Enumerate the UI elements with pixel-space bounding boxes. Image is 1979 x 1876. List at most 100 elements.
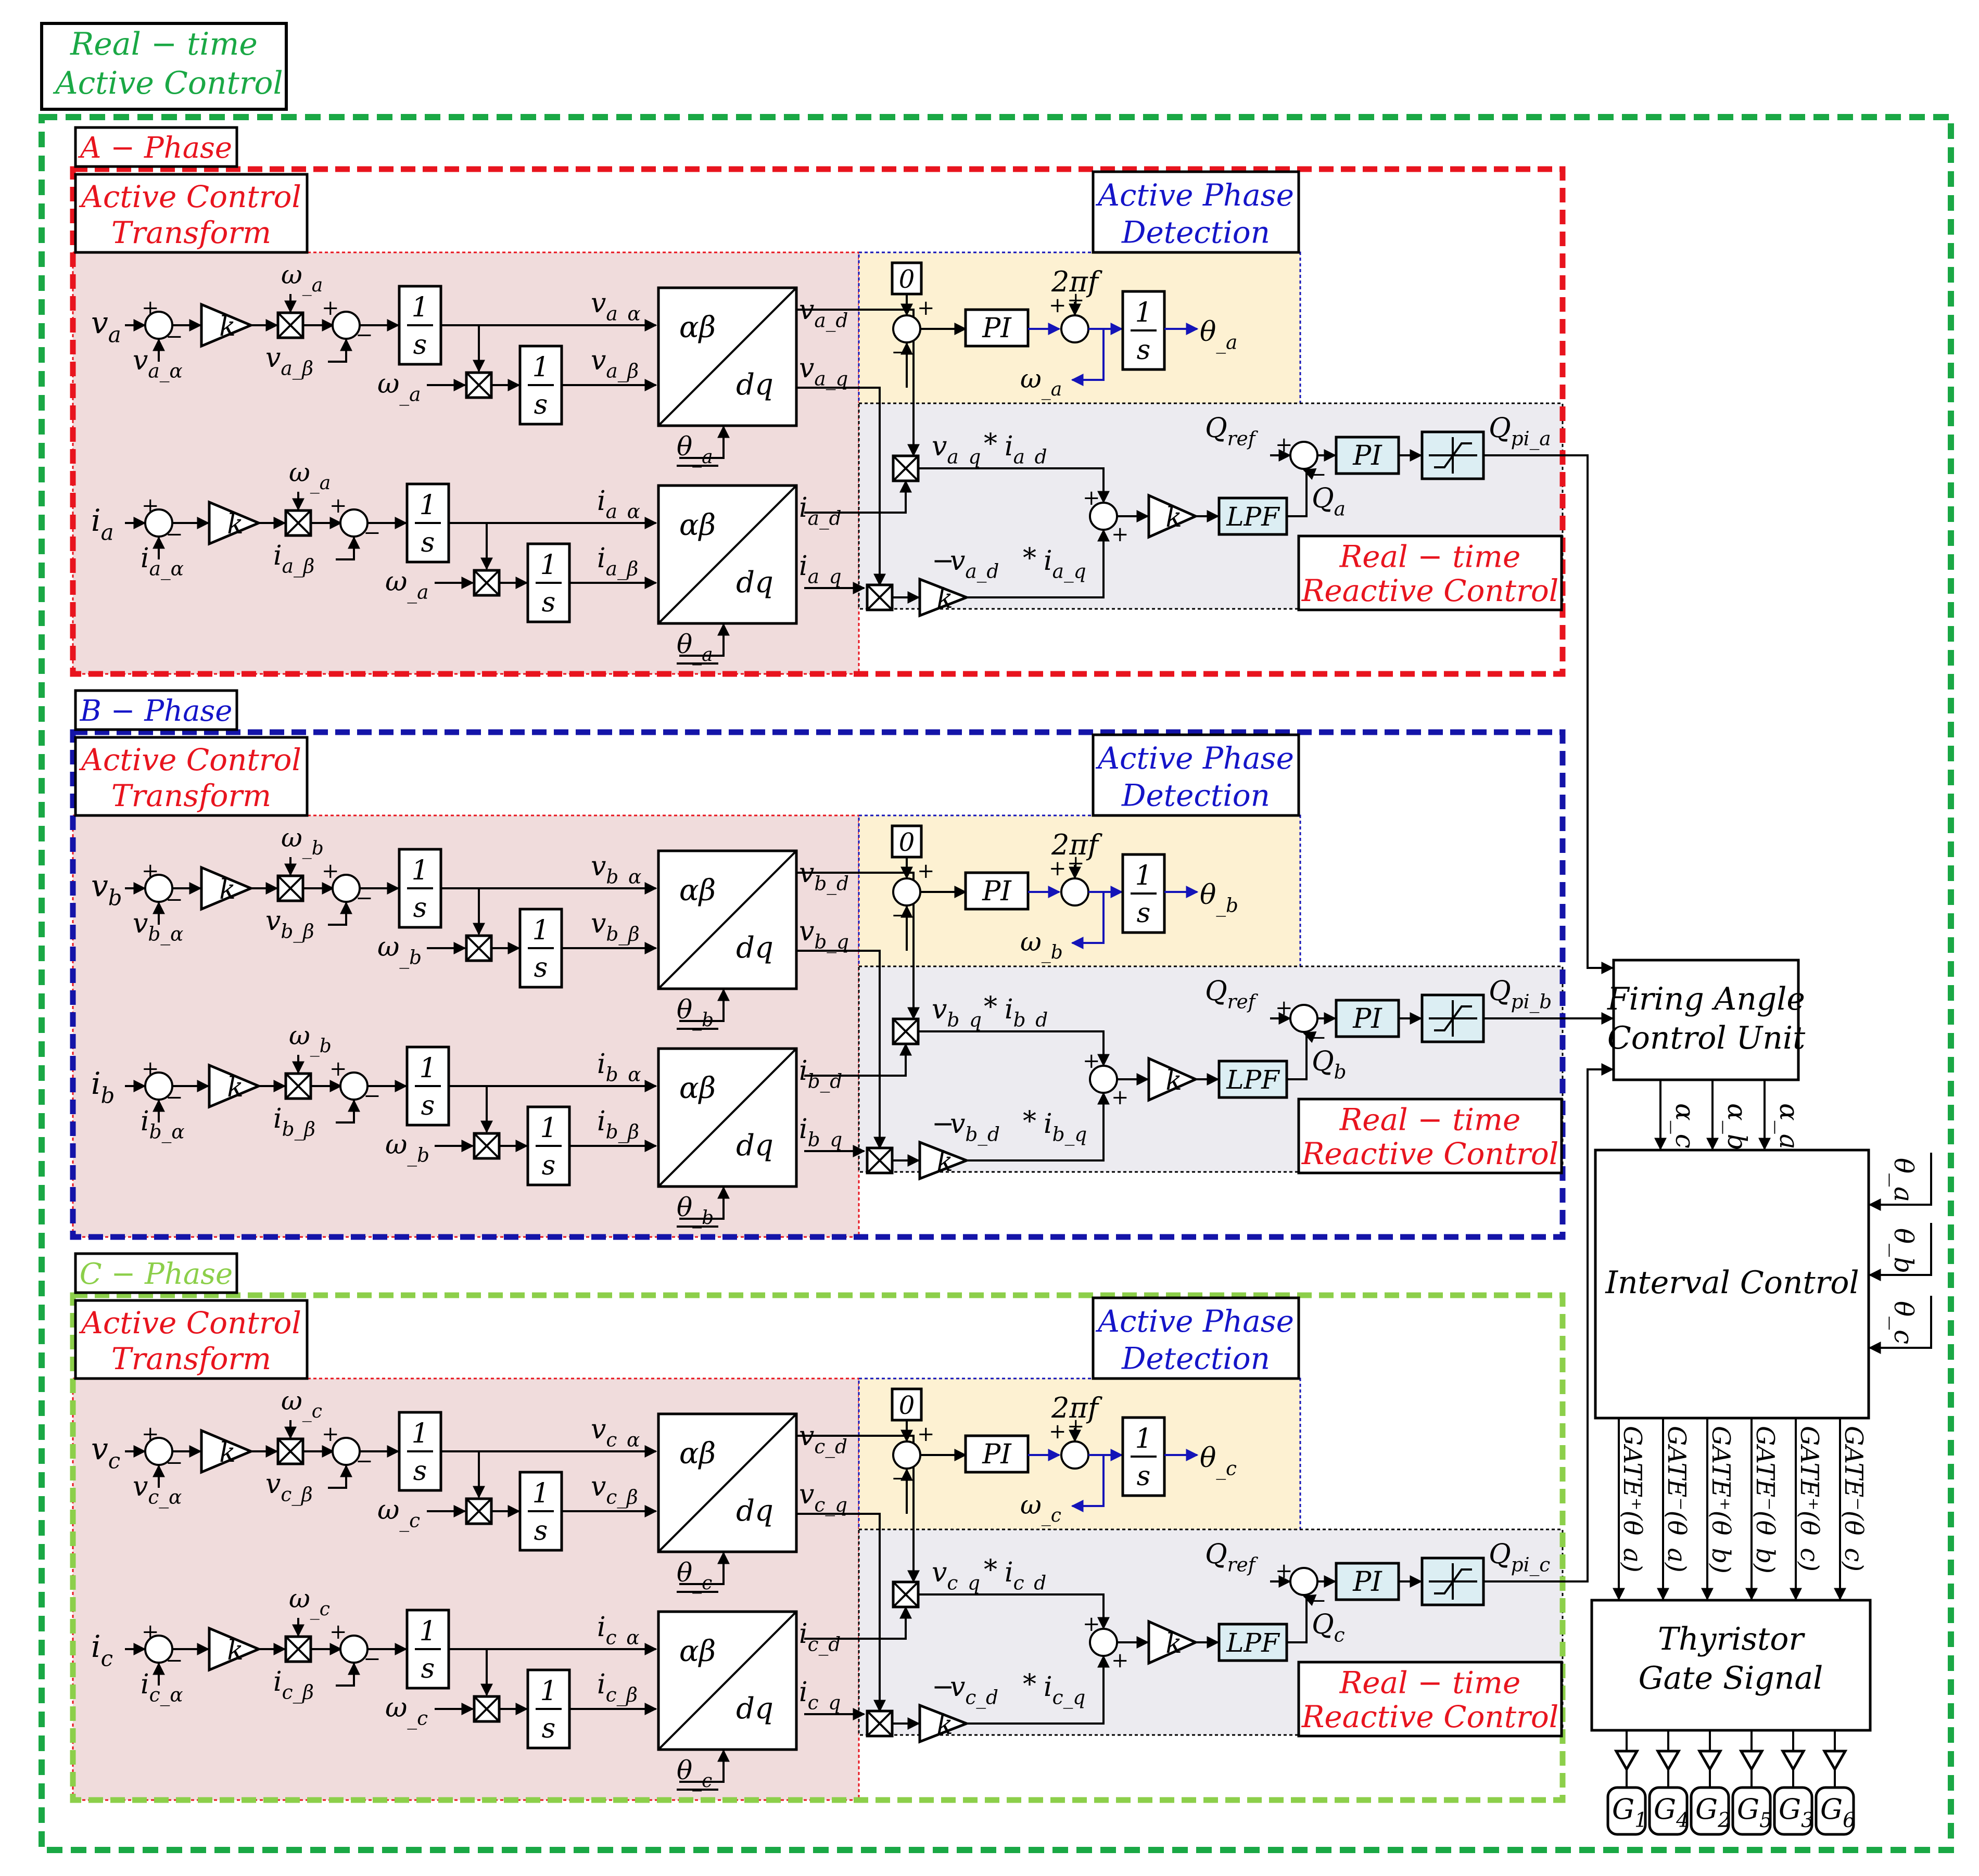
mult-x — [892, 1018, 919, 1045]
omega-label: ω_b — [377, 931, 422, 969]
integrator-den: s — [534, 952, 548, 984]
two-pi-f-label: 2πf — [1051, 828, 1102, 861]
limiter-curve — [1434, 1568, 1472, 1594]
output-label: G3 — [1779, 1793, 1814, 1832]
sum-plus: + — [322, 1422, 339, 1446]
sum-minus: − — [166, 325, 183, 349]
beta-label: ia_β — [273, 540, 314, 578]
qpi-a-wire — [1563, 454, 1614, 974]
sum-plus: + — [1083, 1049, 1100, 1073]
gain-block — [918, 577, 970, 618]
park-diagonal — [657, 287, 797, 427]
gain-block — [200, 865, 255, 911]
phase-name: C − Phase — [80, 1257, 233, 1291]
mult-x — [465, 935, 492, 962]
gain-label: k — [936, 1709, 953, 1741]
gate-label: GATE⁺(θ_c) — [1795, 1426, 1824, 1572]
mult-x — [465, 372, 492, 399]
sum-minus: − — [1309, 463, 1327, 487]
minus: − — [932, 545, 955, 577]
vq-label: vc_q — [932, 1557, 980, 1595]
label-line-2: Reactive Control — [1301, 1699, 1559, 1734]
beta-signal-label: ib_β — [597, 1106, 639, 1144]
sum-minus: − — [356, 886, 373, 910]
output-buffer — [1780, 1750, 1806, 1772]
integrator-den: s — [413, 1456, 427, 1487]
q-measured-label: Qb — [1312, 1046, 1347, 1083]
integrator-num: 1 — [1135, 1423, 1152, 1454]
phase-name-box — [74, 126, 238, 168]
output-label: G5 — [1737, 1793, 1772, 1832]
alpha-label: α_b — [1722, 1103, 1752, 1151]
mult-x — [285, 1636, 312, 1663]
gain-block — [208, 1626, 262, 1672]
integrator-num: 1 — [540, 1676, 557, 1707]
sum-plus: + — [917, 859, 935, 883]
mult-x — [892, 1581, 919, 1608]
sum-plus: + — [142, 1422, 159, 1446]
theta-label: θ_c — [677, 1558, 712, 1594]
gain-label: k — [219, 1437, 236, 1469]
qpi-label: Qpi_a — [1489, 413, 1551, 451]
output-terminal — [1606, 1786, 1647, 1836]
output-terminal — [1815, 1786, 1855, 1836]
block-label: PI — [1352, 1003, 1382, 1035]
two-pi-f-label: 2πf — [1051, 265, 1102, 298]
gain-label: k — [936, 583, 953, 615]
mult-x — [285, 1073, 312, 1100]
beta-label: vc_β — [265, 1469, 313, 1507]
mult-x — [277, 1438, 304, 1465]
sum-plus: + — [1111, 1649, 1129, 1673]
wire — [1287, 1034, 1308, 1080]
integrator-num: 1 — [419, 1616, 436, 1647]
vd-label: vb_d — [950, 1108, 1000, 1146]
beta-signal-label: vc_β — [591, 1471, 638, 1509]
label-line-2: Detection — [1121, 777, 1270, 813]
title-line-2: Active Control — [53, 65, 283, 101]
beta-signal-label: ic_β — [597, 1669, 638, 1707]
gain-block — [200, 1428, 255, 1474]
mult-x — [866, 584, 893, 611]
theta-in-label: θ_b — [1888, 1228, 1919, 1273]
park-diagonal — [657, 484, 797, 624]
d-label: ic_d — [799, 1618, 841, 1656]
alpha-feedback-label: va_α — [133, 345, 183, 383]
wire — [967, 1655, 1110, 1725]
vd-wire — [796, 309, 920, 457]
integrator-den: s — [421, 527, 435, 558]
qpi-label: Qpi_b — [1489, 976, 1552, 1014]
alpha-signal-label: ia_α — [597, 486, 640, 524]
output-label: G2 — [1695, 1793, 1731, 1832]
block-label: LPF — [1226, 1065, 1280, 1095]
integrator-den: s — [1137, 898, 1151, 929]
q-label: ia_q — [799, 551, 842, 589]
title-line-1: Real − time — [70, 26, 258, 62]
gain-block — [1147, 1619, 1199, 1665]
theta-in-wire — [1868, 1296, 1932, 1354]
alpha-beta-label: αβ — [679, 874, 716, 908]
alpha-signal-label: vb_α — [591, 851, 641, 889]
vq-label: vb_q — [932, 994, 982, 1032]
alpha-label: α_a — [1774, 1103, 1804, 1150]
sum-minus: − — [166, 1649, 183, 1673]
theta-output-label: θ_a — [1200, 316, 1237, 354]
omega-label: ω_a — [281, 260, 323, 296]
block-label: LPF — [1226, 1628, 1280, 1658]
integrator-den: s — [421, 1090, 435, 1121]
output-terminal — [1773, 1786, 1813, 1836]
label-line-2: Transform — [111, 1341, 271, 1376]
label-box — [74, 173, 309, 254]
mult-x — [892, 455, 919, 482]
integrator-den: s — [542, 1713, 556, 1744]
id-label: ic_d — [1005, 1557, 1046, 1595]
star: * — [1023, 543, 1036, 574]
firing-line-2: Control Unit — [1607, 1020, 1806, 1056]
integrator-num: 1 — [1135, 860, 1152, 891]
minus: − — [932, 1108, 955, 1140]
thyristor-gate-signal: Thyristor Gate Signal — [1590, 1599, 1872, 1732]
wire — [918, 467, 1110, 504]
